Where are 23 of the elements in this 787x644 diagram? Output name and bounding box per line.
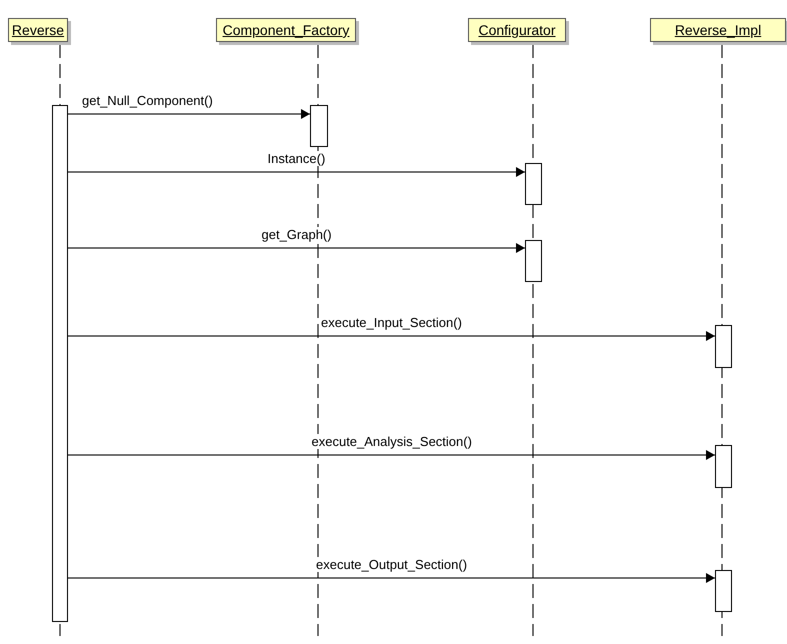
message-arrow — [68, 450, 716, 460]
message-arrow — [68, 243, 526, 253]
activation-bar — [525, 163, 542, 205]
participant-box: Reverse_Impl — [650, 18, 786, 42]
message-label: get_Graph() — [260, 227, 334, 242]
activation-bar — [715, 445, 732, 488]
message-label: execute_Output_Section() — [314, 557, 470, 572]
participant-box: Reverse — [8, 18, 68, 42]
participant-box: Component_Factory — [216, 18, 356, 42]
participant-box: Configurator — [468, 18, 566, 42]
activation-bar — [52, 105, 68, 622]
message-label: execute_Analysis_Section() — [310, 434, 474, 449]
message-arrow — [68, 167, 526, 177]
message-arrow — [68, 109, 310, 119]
activation-bar — [715, 570, 732, 612]
activation-bar — [525, 240, 542, 282]
message-arrow — [68, 573, 716, 583]
message-label: Instance() — [266, 151, 328, 166]
message-arrow — [68, 331, 716, 341]
message-label: execute_Input_Section() — [319, 315, 464, 330]
activation-bar — [715, 325, 732, 368]
message-label: get_Null_Component() — [80, 93, 215, 108]
activation-bar — [310, 105, 328, 147]
